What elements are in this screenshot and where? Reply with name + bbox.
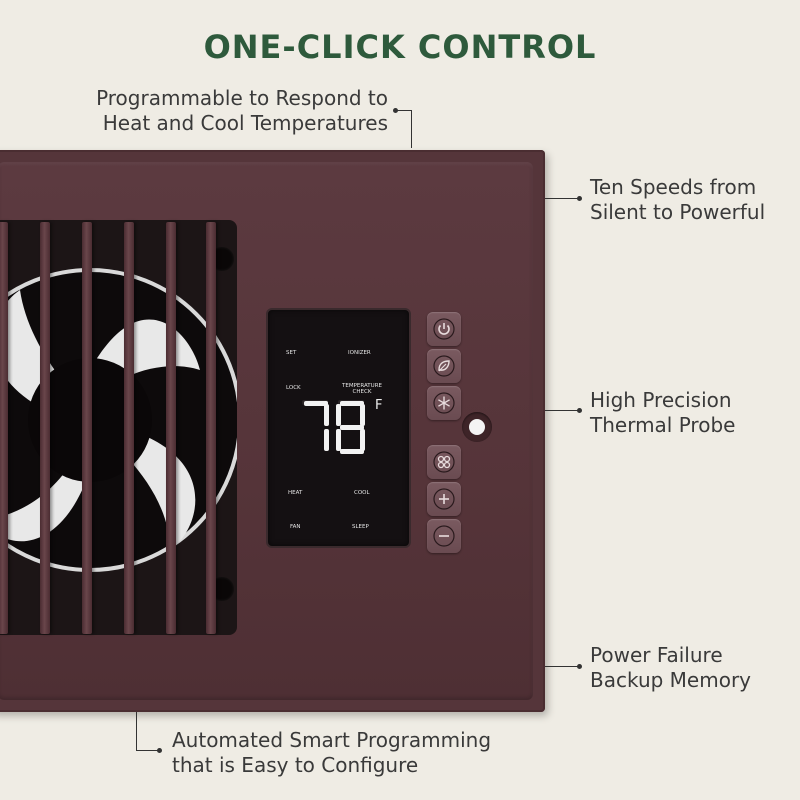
grille-bar (124, 222, 134, 634)
fan-icon (0, 268, 237, 572)
display-label-fan: FAN (290, 524, 301, 530)
eco-button[interactable] (427, 349, 461, 383)
callout-line (396, 110, 412, 111)
power-icon (433, 318, 455, 340)
minus-icon (433, 525, 455, 547)
callout-line (545, 410, 578, 411)
callout-line (136, 750, 158, 751)
callout-line (411, 110, 412, 148)
fan-mode-button[interactable] (427, 445, 461, 479)
heater-device: SET IONIZER LOCK TEMPERATURE CHECK (0, 150, 545, 712)
lcd-display: SET IONIZER LOCK TEMPERATURE CHECK (266, 308, 411, 548)
fan-mode-icon (433, 451, 455, 473)
callout-smart-programming: Automated Smart Programming that is Easy… (172, 728, 492, 777)
display-label-lock: LOCK (286, 385, 301, 391)
temperature-reading (302, 400, 365, 454)
fan-housing (0, 220, 237, 635)
power-button[interactable] (427, 312, 461, 346)
display-label-temperature-check: TEMPERATURE CHECK (342, 383, 382, 395)
callout-dot (157, 748, 162, 753)
grille-bar (0, 222, 8, 634)
callout-thermal-probe: High Precision Thermal Probe (590, 388, 736, 437)
cool-mode-button[interactable] (427, 386, 461, 420)
callout-dot (577, 408, 582, 413)
callout-line (136, 712, 137, 750)
grille-bar (82, 222, 92, 634)
grille-bar (40, 222, 50, 634)
increase-button[interactable] (427, 482, 461, 516)
display-label-cool: COOL (354, 490, 370, 496)
snowflake-icon (433, 392, 455, 414)
grille-bar (206, 222, 216, 634)
leaf-icon (433, 355, 455, 377)
callout-programmable: Programmable to Respond to Heat and Cool… (96, 86, 388, 135)
decrease-button[interactable] (427, 519, 461, 553)
callout-backup-memory: Power Failure Backup Memory (590, 643, 752, 692)
callout-line (545, 198, 578, 199)
callout-line (545, 666, 578, 667)
display-label-set: SET (286, 350, 297, 356)
callout-dot (393, 108, 398, 113)
grille-bar (166, 222, 176, 634)
thermal-probe (462, 412, 492, 442)
callout-dot (577, 664, 582, 669)
callout-ten-speeds: Ten Speeds from Silent to Powerful (590, 175, 766, 224)
display-label-sleep: SLEEP (352, 524, 369, 530)
display-label-heat: HEAT (288, 490, 303, 496)
page-title: ONE-CLICK CONTROL (203, 28, 597, 66)
display-label-ionizer: IONIZER (348, 350, 371, 356)
callout-dot (577, 196, 582, 201)
temperature-unit: F (375, 398, 383, 413)
plus-icon (433, 488, 455, 510)
